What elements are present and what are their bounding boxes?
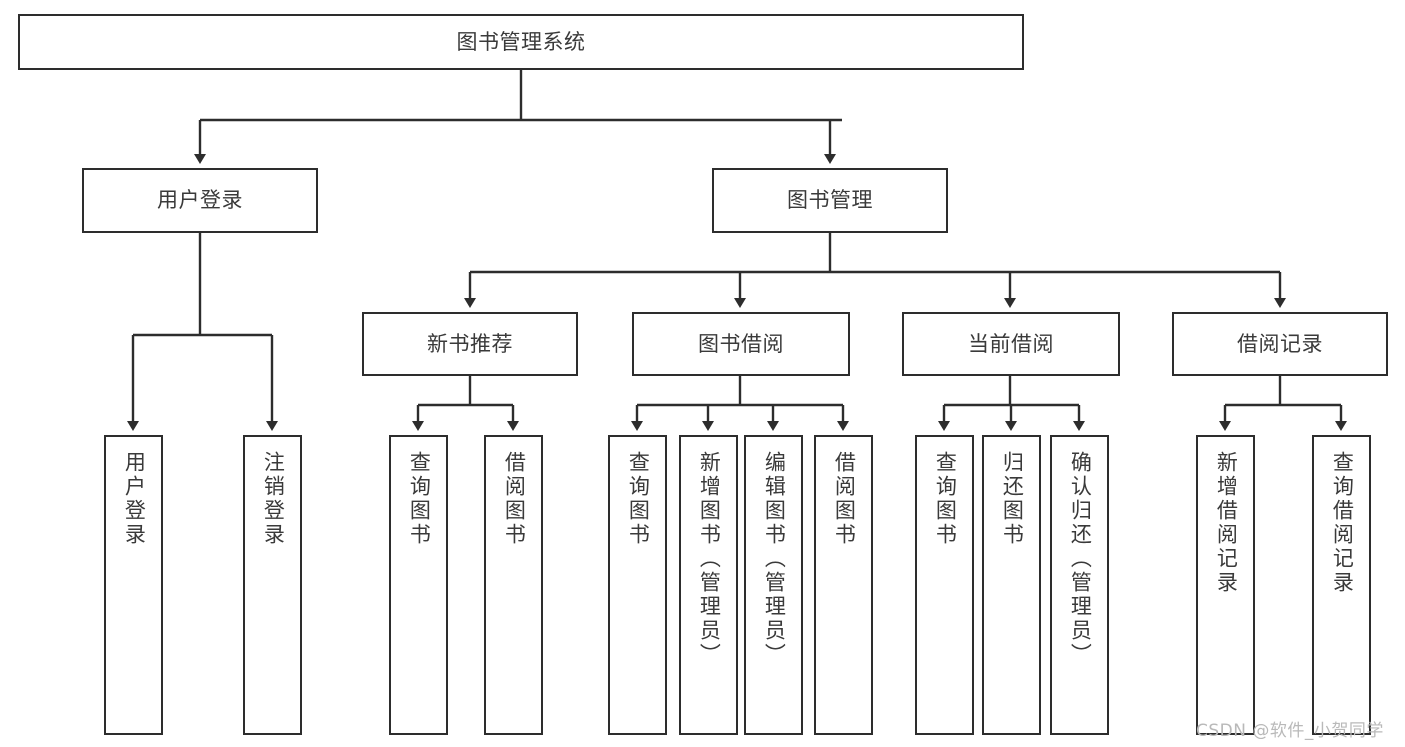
leaf-query-books-borrow-label: 查询图书 (626, 451, 651, 547)
leaf-query-books-recommendation-label: 查询图书 (407, 451, 432, 547)
leaf-user-login-label: 用户登录 (122, 451, 147, 547)
leaf-return-books-label: 归还图书 (1000, 451, 1025, 547)
node-book-borrow[interactable]: 图书借阅 (632, 312, 850, 376)
node-user-login-label: 用户登录 (157, 188, 243, 213)
leaf-add-book-admin[interactable]: 新增图书（管理员） (679, 435, 738, 735)
leaf-query-borrow-record-label: 查询借阅记录 (1330, 451, 1355, 595)
leaf-edit-book-admin-label: 编辑图书（管理员） (762, 451, 787, 667)
node-book-borrow-label: 图书借阅 (698, 331, 784, 356)
leaf-query-books-recommendation[interactable]: 查询图书 (389, 435, 448, 735)
leaf-add-borrow-record-label: 新增借阅记录 (1214, 451, 1239, 595)
leaf-query-borrow-record[interactable]: 查询借阅记录 (1312, 435, 1371, 735)
leaf-query-books-current[interactable]: 查询图书 (915, 435, 974, 735)
node-book-management[interactable]: 图书管理 (712, 168, 948, 233)
leaf-query-books-borrow[interactable]: 查询图书 (608, 435, 667, 735)
node-new-book-recommendation[interactable]: 新书推荐 (362, 312, 578, 376)
leaf-return-books[interactable]: 归还图书 (982, 435, 1041, 735)
leaf-borrow-books-recommendation[interactable]: 借阅图书 (484, 435, 543, 735)
node-user-login[interactable]: 用户登录 (82, 168, 318, 233)
leaf-user-login[interactable]: 用户登录 (104, 435, 163, 735)
node-root-label: 图书管理系统 (456, 29, 586, 54)
node-root[interactable]: 图书管理系统 (18, 14, 1024, 70)
node-book-management-label: 图书管理 (787, 188, 873, 213)
leaf-query-books-current-label: 查询图书 (933, 451, 958, 547)
node-borrow-records-label: 借阅记录 (1237, 331, 1323, 356)
node-current-borrow[interactable]: 当前借阅 (902, 312, 1120, 376)
leaf-borrow-books[interactable]: 借阅图书 (814, 435, 873, 735)
node-borrow-records[interactable]: 借阅记录 (1172, 312, 1388, 376)
leaf-edit-book-admin[interactable]: 编辑图书（管理员） (744, 435, 803, 735)
leaf-add-book-admin-label: 新增图书（管理员） (697, 451, 722, 667)
node-new-book-recommendation-label: 新书推荐 (427, 331, 513, 356)
watermark-text: CSDN @软件_小贺同学 (1196, 721, 1384, 741)
leaf-confirm-return-admin-label: 确认归还（管理员） (1068, 451, 1093, 667)
leaf-add-borrow-record[interactable]: 新增借阅记录 (1196, 435, 1255, 735)
leaf-confirm-return-admin[interactable]: 确认归还（管理员） (1050, 435, 1109, 735)
leaf-borrow-books-recommendation-label: 借阅图书 (502, 451, 527, 547)
leaf-borrow-books-label: 借阅图书 (832, 451, 857, 547)
leaf-logout-label: 注销登录 (261, 451, 286, 547)
leaf-logout[interactable]: 注销登录 (243, 435, 302, 735)
node-current-borrow-label: 当前借阅 (968, 331, 1054, 356)
